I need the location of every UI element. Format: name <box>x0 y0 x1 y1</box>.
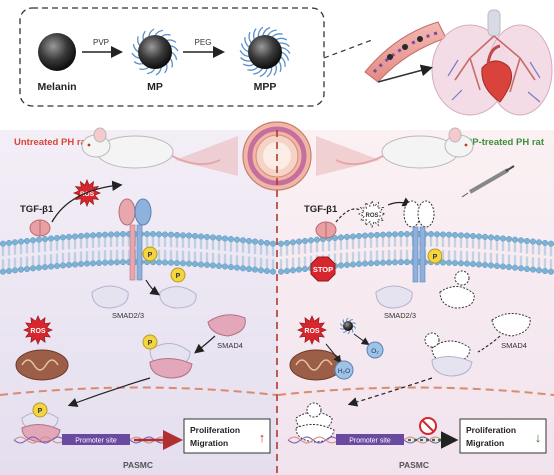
left-p-complex-label: P <box>148 340 153 347</box>
right-smad-complex <box>431 340 473 377</box>
left-smad23-label: SMAD2/3 <box>112 311 144 320</box>
right-cell-membrane <box>278 230 554 275</box>
right-phospho-receptor <box>427 248 443 264</box>
left-phospho-nucleus <box>32 402 48 418</box>
melanin-label: Melanin <box>37 81 76 93</box>
right-outcome-migration: Migration <box>466 438 504 448</box>
synthesis-box: Melanin PVP MP PEG MPP <box>19 7 325 107</box>
right-smad4-outline <box>491 313 531 337</box>
stop-label: STOP <box>313 265 333 274</box>
right-cell-label: PASMC <box>399 460 429 470</box>
left-smad-phospho-arrow <box>145 279 160 296</box>
left-p-receptor-label: P <box>148 252 153 259</box>
blood-vessel-illustration <box>364 21 447 83</box>
right-zoom-funnel <box>316 136 380 176</box>
right-p-receptor-label: P <box>433 254 438 261</box>
mpp-particle <box>239 26 291 78</box>
left-up-arrow-icon: ↑ <box>259 430 266 445</box>
right-smad23-label: SMAD2/3 <box>384 311 416 320</box>
left-outcome-box <box>183 418 271 454</box>
right-ros-top-label: ROS <box>365 213 378 219</box>
lungs-heart-illustration <box>431 9 553 116</box>
left-tgf-ligand <box>29 219 51 237</box>
left-phospho-receptor <box>142 246 158 262</box>
right-ros-cell-label: ROS <box>304 328 320 335</box>
no-entry-icon <box>419 417 437 435</box>
left-tgf-binding-arrow <box>51 180 123 223</box>
mpp-label: MPP <box>254 81 277 93</box>
right-promoter-box <box>336 434 404 445</box>
right-tgf-receptor <box>403 200 435 283</box>
stop-sign-icon <box>310 256 336 282</box>
left-zoom-funnel <box>175 136 238 176</box>
right-outcome-box <box>459 418 547 454</box>
right-ros-burst-outline <box>357 199 387 229</box>
melanin-particle <box>38 33 76 71</box>
left-ros-cell-burst <box>22 314 54 346</box>
left-outcome-proliferation: Proliferation <box>190 425 240 435</box>
right-ros-to-o2-arrow <box>353 333 370 346</box>
left-cell-membrane <box>0 230 277 275</box>
left-p-smad23-label: P <box>176 273 181 280</box>
untreated-rat <box>81 127 221 169</box>
left-smad4-join-arrow <box>194 335 216 354</box>
left-promoter-box <box>62 434 130 445</box>
syringe-icon <box>461 165 515 198</box>
right-down-arrow-icon: ↓ <box>535 430 542 445</box>
o2-label: O₂ <box>371 348 379 355</box>
right-nucleus-boundary <box>277 386 554 396</box>
right-phospho-smad23-outline <box>454 270 470 286</box>
left-smad4 <box>207 314 246 337</box>
treated-rat <box>335 127 474 169</box>
left-phospho-complex <box>142 334 158 350</box>
left-smad23 <box>91 285 197 309</box>
left-p-nucleus-label: P <box>38 408 43 415</box>
right-tgf-ligand <box>315 221 337 239</box>
mp-label: MP <box>147 81 163 93</box>
right-ros-cell-burst <box>296 314 328 346</box>
left-cell-label: PASMC <box>123 460 153 470</box>
right-mitochondria <box>289 349 343 381</box>
peg-label: PEG <box>195 38 212 47</box>
h2o-label: H₂O <box>338 368 350 375</box>
left-outcome-migration: Migration <box>190 438 228 448</box>
left-ros-cell-label: ROS <box>30 328 46 335</box>
h2o-molecule <box>334 360 354 380</box>
right-ros-dashed-arrow <box>335 208 361 223</box>
left-tgf-label: TGF-β1 <box>20 204 54 215</box>
left-promoter-label: Promoter site <box>75 438 117 445</box>
right-translocation-arrow <box>347 377 433 407</box>
right-smad23 <box>375 285 475 309</box>
right-outcome-proliferation: Proliferation <box>466 425 516 435</box>
left-ros-top-label: ROS <box>80 191 95 198</box>
left-mitochondria <box>15 349 69 381</box>
left-smad4-label: SMAD4 <box>217 341 243 350</box>
right-mpp-particle <box>339 317 357 335</box>
right-phospho-complex-outline <box>424 332 440 348</box>
left-panel-title: Untreated PH rat <box>14 137 90 148</box>
right-panel-title: MPP-treated PH rat <box>458 137 545 148</box>
right-smad4-join-arrow <box>477 335 501 353</box>
right-promoter-label: Promoter site <box>349 438 391 445</box>
right-ros-to-h2o-arrow <box>325 343 342 364</box>
mp-particle <box>131 28 179 76</box>
right-smad4-label: SMAD4 <box>501 341 527 350</box>
right-tgf-label: TGF-β1 <box>304 204 338 215</box>
left-smad-complex <box>149 343 193 379</box>
left-phospho-smad23 <box>170 267 186 283</box>
pvp-label: PVP <box>93 38 109 47</box>
to-lungs-arrow <box>377 64 433 83</box>
left-nucleus-boundary <box>0 386 277 396</box>
o2-molecule <box>366 341 384 359</box>
left-translocation-arrow <box>67 377 151 407</box>
left-tgf-receptor <box>118 198 152 281</box>
